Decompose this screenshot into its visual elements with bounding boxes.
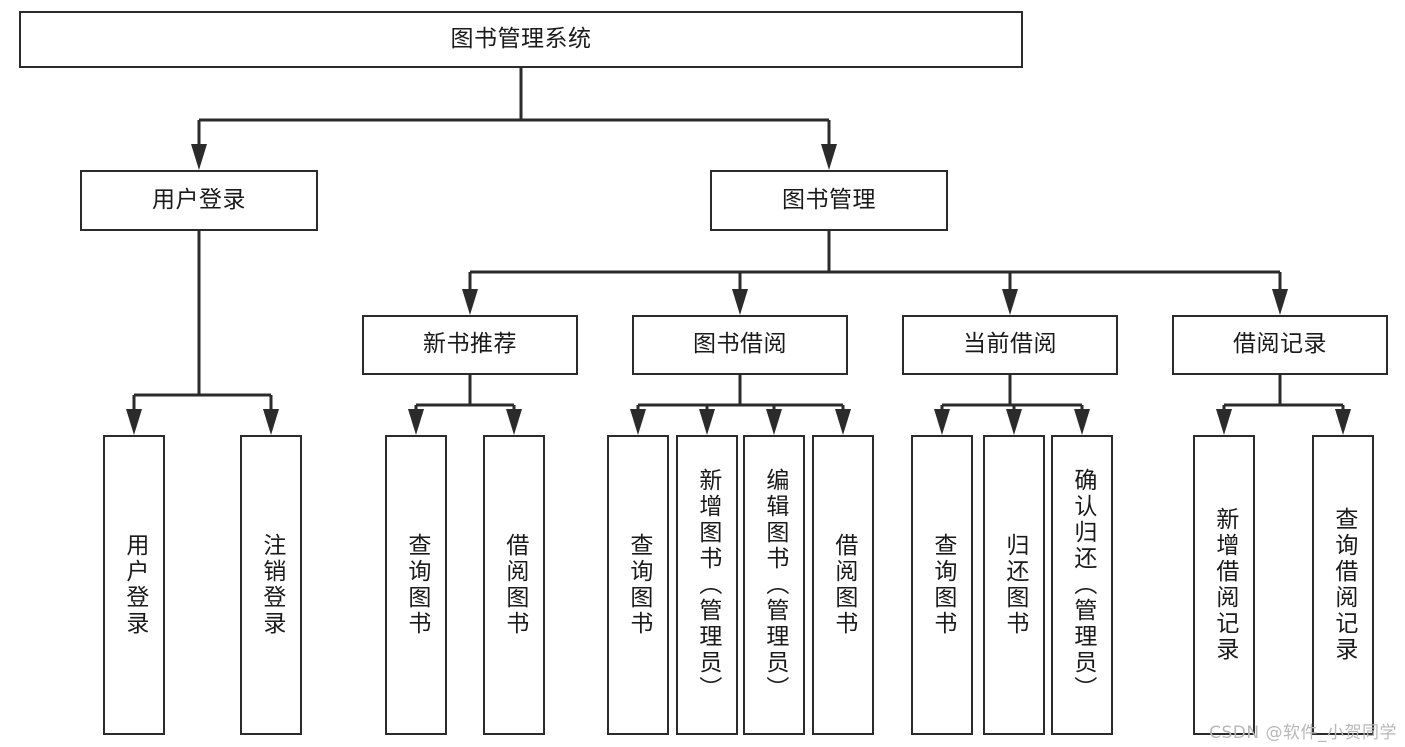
arrowhead-new-book-rec-0	[408, 409, 424, 435]
arrowhead-root-1	[821, 144, 837, 170]
node-leaf-user-login[interactable]: 用户登录	[103, 435, 165, 735]
node-current-borrow[interactable]: 当前借阅	[902, 315, 1118, 375]
node-root[interactable]: 图书管理系统	[19, 11, 1023, 68]
node-label: 查询图书	[929, 533, 956, 637]
node-leaf-logout[interactable]: 注销登录	[240, 435, 302, 735]
node-leaf-query-1[interactable]: 查询图书	[385, 435, 447, 735]
node-leaf-query-2[interactable]: 查询图书	[607, 435, 669, 735]
arrowhead-new-book-rec-1	[506, 409, 522, 435]
node-label: 图书管理系统	[450, 25, 592, 52]
arrowhead-user-login-0	[126, 409, 142, 435]
arrowhead-book-manage-1	[732, 289, 748, 315]
arrowhead-book-borrow-2	[766, 409, 782, 435]
node-borrow-record[interactable]: 借阅记录	[1172, 315, 1388, 375]
node-label: 图书管理	[782, 186, 876, 213]
node-book-borrow[interactable]: 图书借阅	[632, 315, 848, 375]
arrowhead-borrow-record-1	[1335, 409, 1351, 435]
node-label: 借阅记录	[1233, 331, 1327, 358]
arrowhead-user-login-1	[263, 409, 279, 435]
arrowhead-book-borrow-3	[835, 409, 851, 435]
node-leaf-edit-book[interactable]: 编辑图书（管理员）	[743, 435, 805, 735]
node-label: 查询图书	[403, 533, 430, 637]
node-label: 用户登录	[152, 186, 246, 213]
node-new-book-rec[interactable]: 新书推荐	[362, 315, 578, 375]
arrowhead-book-borrow-1	[699, 409, 715, 435]
arrowhead-current-borrow-0	[934, 409, 950, 435]
node-leaf-return[interactable]: 归还图书	[983, 435, 1045, 735]
node-label: 新增借阅记录	[1211, 507, 1238, 663]
node-label: 借阅图书	[830, 533, 857, 637]
arrowhead-book-manage-0	[462, 289, 478, 315]
node-label: 图书借阅	[693, 331, 787, 358]
node-label: 查询借阅记录	[1330, 507, 1357, 663]
arrowhead-root-0	[191, 144, 207, 170]
node-label: 借阅图书	[501, 533, 528, 637]
node-label: 注销登录	[258, 533, 285, 637]
node-label: 编辑图书（管理员）	[761, 468, 788, 702]
node-leaf-confirm[interactable]: 确认归还（管理员）	[1051, 435, 1113, 735]
node-label: 归还图书	[1001, 533, 1028, 637]
node-leaf-borrow-1[interactable]: 借阅图书	[483, 435, 545, 735]
node-book-manage[interactable]: 图书管理	[710, 170, 948, 231]
node-label: 查询图书	[625, 533, 652, 637]
node-leaf-query-3[interactable]: 查询图书	[911, 435, 973, 735]
arrowhead-book-manage-2	[1002, 289, 1018, 315]
node-label: 新书推荐	[423, 331, 517, 358]
arrowhead-borrow-record-0	[1216, 409, 1232, 435]
node-leaf-borrow-2[interactable]: 借阅图书	[812, 435, 874, 735]
node-label: 确认归还（管理员）	[1069, 468, 1096, 702]
node-leaf-query-rec[interactable]: 查询借阅记录	[1312, 435, 1374, 735]
watermark-label: CSDN @软件_小贺同学	[1209, 723, 1397, 743]
node-user-login[interactable]: 用户登录	[80, 170, 318, 231]
arrowhead-book-manage-3	[1272, 289, 1288, 315]
node-leaf-add-rec[interactable]: 新增借阅记录	[1193, 435, 1255, 735]
arrowhead-book-borrow-0	[630, 409, 646, 435]
node-label: 当前借阅	[963, 331, 1057, 358]
node-leaf-add-book[interactable]: 新增图书（管理员）	[676, 435, 738, 735]
arrowhead-current-borrow-1	[1006, 409, 1022, 435]
node-label: 用户登录	[121, 533, 148, 637]
arrowhead-current-borrow-2	[1074, 409, 1090, 435]
node-label: 新增图书（管理员）	[694, 468, 721, 702]
